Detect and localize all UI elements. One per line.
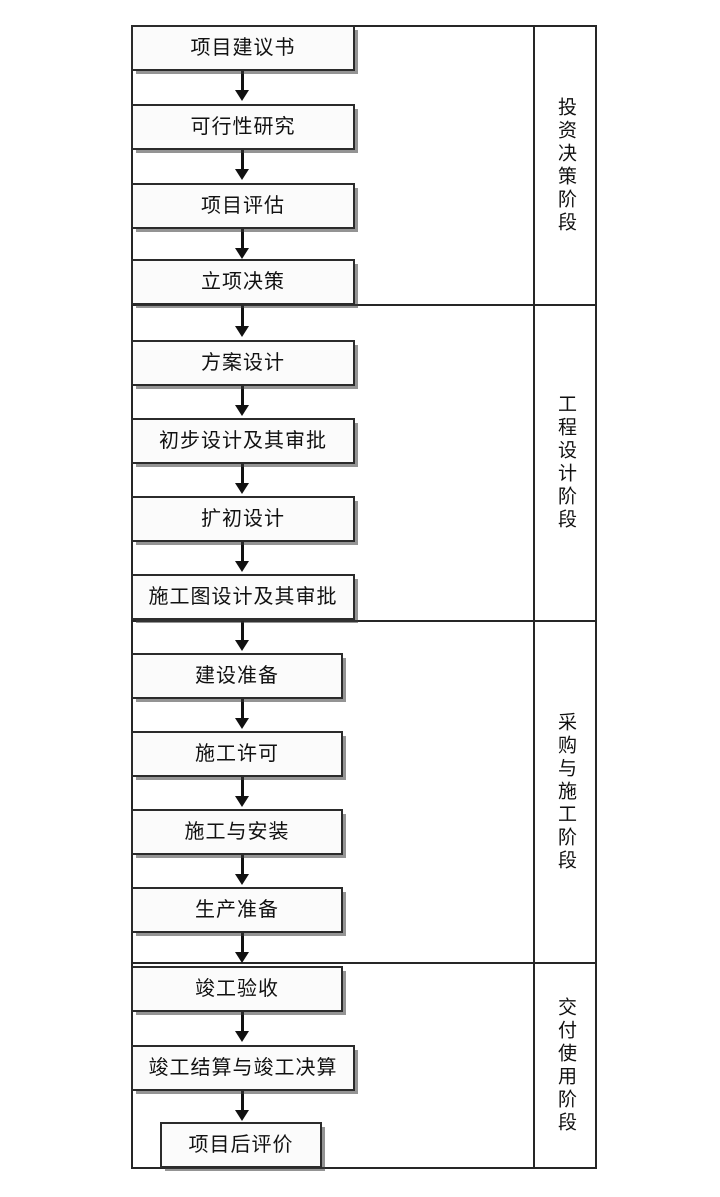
- arrow-shaft-n7-n8: [241, 542, 244, 563]
- process-node-project-proposal[interactable]: 项目建议书: [131, 25, 355, 71]
- process-node-completion-acceptance[interactable]: 竣工验收: [131, 966, 343, 1012]
- arrow-shaft-n10-n11: [241, 777, 244, 798]
- frame-bottom-border: [131, 1167, 597, 1169]
- arrow-head-n8-n9: [235, 640, 249, 651]
- arrow-head-n14-n15: [235, 1110, 249, 1121]
- arrow-shaft-n9-n10: [241, 699, 244, 720]
- process-node-completion-settlement-and-final-account[interactable]: 竣工结算与竣工决算: [131, 1045, 355, 1091]
- arrow-head-n1-n2: [235, 90, 249, 101]
- arrow-shaft-n1-n2: [241, 71, 244, 92]
- process-node-extended-preliminary-design[interactable]: 扩初设计: [131, 496, 355, 542]
- stage-cell-engineering-design: 工程设计阶段: [535, 306, 595, 620]
- arrow-shaft-n13-n14: [241, 1012, 244, 1033]
- frame-row-divider-1: [131, 304, 597, 306]
- arrow-head-n7-n8: [235, 561, 249, 572]
- process-node-post-project-evaluation[interactable]: 项目后评价: [160, 1122, 322, 1168]
- arrow-shaft-n14-n15: [241, 1091, 244, 1112]
- arrow-head-n4-n5: [235, 326, 249, 337]
- arrow-head-n9-n10: [235, 718, 249, 729]
- arrow-head-n13-n14: [235, 1031, 249, 1042]
- process-node-feasibility-study[interactable]: 可行性研究: [131, 104, 355, 150]
- process-node-label: 立项决策: [201, 271, 285, 293]
- frame-row-divider-2: [131, 620, 597, 622]
- process-node-label: 项目建议书: [190, 37, 296, 59]
- process-node-label: 方案设计: [201, 352, 285, 374]
- arrow-shaft-n4-n5: [241, 305, 244, 328]
- arrow-head-n2-n3: [235, 169, 249, 180]
- arrow-shaft-n2-n3: [241, 150, 244, 171]
- process-node-label: 建设准备: [195, 665, 279, 687]
- arrow-shaft-n6-n7: [241, 464, 244, 485]
- process-node-label: 施工许可: [195, 743, 279, 765]
- arrow-shaft-n5-n6: [241, 386, 244, 407]
- arrow-shaft-n8-n9: [241, 621, 244, 642]
- stage-cell-investment-decision: 投资决策阶段: [535, 27, 595, 304]
- frame-right-border: [595, 25, 597, 1169]
- process-node-label: 扩初设计: [201, 508, 285, 530]
- process-node-label: 竣工结算与竣工决算: [148, 1057, 338, 1079]
- process-node-label: 施工与安装: [184, 821, 290, 843]
- stage-label-delivery-use: 交付使用阶段: [554, 996, 576, 1135]
- arrow-head-n11-n12: [235, 874, 249, 885]
- process-node-construction-permit[interactable]: 施工许可: [131, 731, 343, 777]
- frame-top-border: [131, 25, 597, 27]
- arrow-shaft-n3-n4: [241, 229, 244, 250]
- stage-label-procurement-construction: 采购与施工阶段: [554, 711, 576, 873]
- arrow-head-n3-n4: [235, 248, 249, 259]
- stage-cell-delivery-use: 交付使用阶段: [535, 964, 595, 1167]
- arrow-head-n12-n13: [235, 952, 249, 963]
- process-node-label: 初步设计及其审批: [159, 430, 327, 452]
- arrow-shaft-n11-n12: [241, 855, 244, 876]
- process-node-construction-drawing-design-approval[interactable]: 施工图设计及其审批: [131, 574, 355, 620]
- stage-label-engineering-design: 工程设计阶段: [554, 394, 576, 532]
- process-node-production-preparation[interactable]: 生产准备: [131, 887, 343, 933]
- process-node-preliminary-design-approval[interactable]: 初步设计及其审批: [131, 418, 355, 464]
- arrow-shaft-n12-n13: [241, 933, 244, 954]
- frame-stage-divider: [533, 25, 535, 1169]
- arrow-head-n10-n11: [235, 796, 249, 807]
- process-node-label: 生产准备: [195, 899, 279, 921]
- frame-row-divider-3: [131, 962, 597, 964]
- process-node-project-approval-decision[interactable]: 立项决策: [131, 259, 355, 305]
- process-node-label: 竣工验收: [195, 978, 279, 1000]
- arrow-head-n6-n7: [235, 483, 249, 494]
- arrow-head-n5-n6: [235, 405, 249, 416]
- stage-label-investment-decision: 投资决策阶段: [554, 96, 576, 235]
- process-node-project-appraisal[interactable]: 项目评估: [131, 183, 355, 229]
- process-node-construction-preparation[interactable]: 建设准备: [131, 653, 343, 699]
- process-node-scheme-design[interactable]: 方案设计: [131, 340, 355, 386]
- process-node-label: 项目评估: [201, 195, 285, 217]
- process-node-label: 施工图设计及其审批: [148, 586, 338, 608]
- stage-cell-procurement-construction: 采购与施工阶段: [535, 622, 595, 962]
- process-node-label: 项目后评价: [188, 1134, 294, 1156]
- process-node-construction-and-installation[interactable]: 施工与安装: [131, 809, 343, 855]
- process-node-label: 可行性研究: [190, 116, 296, 138]
